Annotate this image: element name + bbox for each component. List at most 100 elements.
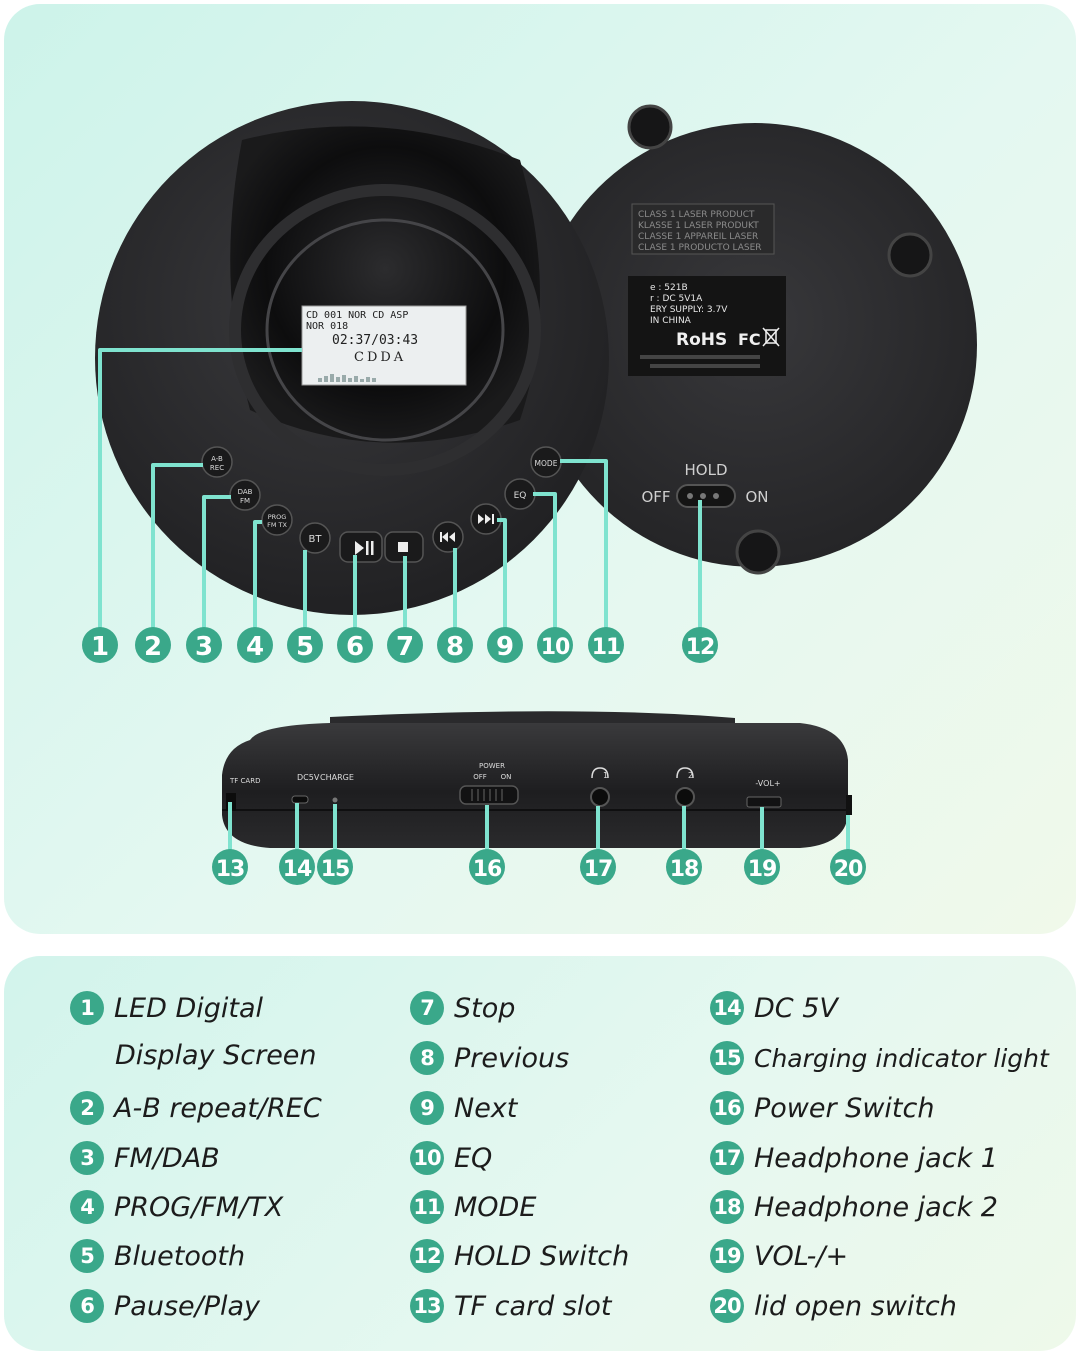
dab-fm-button[interactable]: DAB FM [229, 479, 261, 511]
stop-button[interactable] [384, 531, 424, 563]
previous-icon [440, 532, 455, 542]
svg-text:1: 1 [603, 771, 608, 780]
charge-indicator-light [332, 797, 338, 803]
dc5v-port[interactable] [291, 795, 309, 804]
callout-7: 7 [387, 627, 423, 663]
previous-button[interactable] [432, 521, 464, 553]
hold-off-label: OFF [641, 488, 670, 506]
callout-8: 8 [437, 627, 473, 663]
leader-line-2 [151, 463, 203, 628]
callout-18: 18 [666, 849, 702, 885]
svg-text:1: 1 [91, 632, 109, 662]
tf-label: TF CARD [229, 777, 260, 785]
disc-ring [265, 218, 505, 442]
spec-line-4: IN CHINA [650, 316, 692, 326]
volume-rocker[interactable] [746, 796, 782, 808]
next-icon [478, 514, 494, 524]
headphone-jack-2[interactable] [675, 787, 695, 807]
callout-20: 20 [830, 849, 866, 885]
address-line [640, 355, 760, 359]
svg-text:BT: BT [309, 534, 323, 545]
charge-label: CHARGE [320, 773, 354, 782]
svg-text:REC: REC [210, 464, 224, 472]
callout-16: 16 [469, 849, 505, 885]
laser-line-3: CLASSE 1 APPAREIL LASER [638, 232, 758, 242]
next-button[interactable] [470, 503, 502, 535]
svg-text:13: 13 [216, 857, 245, 882]
lcd-row-1: CD 001 NOR CD ASP [306, 310, 408, 321]
svg-text:MODE: MODE [535, 459, 558, 468]
svg-text:6: 6 [346, 632, 364, 662]
headphone-jack-1[interactable] [590, 787, 610, 807]
svg-text:FM: FM [240, 497, 250, 505]
svg-text:2: 2 [688, 771, 693, 780]
laser-line-4: CLASE 1 PRODUCTO LASER [638, 243, 762, 253]
lcd-display [301, 305, 467, 386]
callout-15: 15 [317, 849, 353, 885]
svg-text:14: 14 [283, 857, 312, 882]
headphone-icon-2: 2 [676, 767, 694, 780]
address-line [650, 364, 760, 368]
spec-line-2: r : DC 5V1A [650, 294, 703, 304]
leader-line-9 [497, 518, 507, 628]
svg-text:EQ: EQ [514, 491, 527, 501]
svg-text:16: 16 [473, 857, 502, 882]
callout-leader-lines [98, 348, 850, 850]
leader-line-1 [98, 348, 302, 628]
fc-mark: FC [738, 330, 761, 349]
power-switch[interactable] [459, 785, 519, 805]
lcd-time: 02:37/03:43 [332, 333, 418, 348]
lcd-mode: CDDA [354, 350, 406, 365]
leader-line-3 [202, 495, 231, 628]
callout-4: 4 [237, 627, 273, 663]
svg-text:2: 2 [144, 632, 162, 662]
svg-text:8: 8 [446, 632, 464, 662]
hold-label: HOLD [685, 461, 728, 479]
rubber-foot [627, 104, 673, 150]
laser-warning-label [631, 203, 775, 255]
svg-text:18: 18 [670, 857, 699, 882]
legend-item-1-continuation: Display Screen [115, 1040, 317, 1071]
callout-9: 9 [487, 627, 523, 663]
prog-fmtx-button[interactable]: PROG FM TX [261, 504, 293, 536]
callout-5: 5 [287, 627, 323, 663]
callout-1: 1 [82, 627, 118, 663]
callout-19: 19 [744, 849, 780, 885]
svg-text:DAB: DAB [238, 488, 253, 496]
svg-text:4: 4 [246, 632, 264, 662]
svg-text:19: 19 [748, 857, 777, 882]
bt-button[interactable]: BT [299, 522, 331, 554]
play-pause-button[interactable] [339, 531, 383, 563]
ab-rec-button[interactable]: A-B REC [201, 446, 233, 478]
laser-line-1: CLASS 1 LASER PRODUCT [638, 210, 755, 220]
lid-open-switch[interactable] [846, 795, 852, 815]
eq-button[interactable]: EQ [504, 478, 536, 510]
device-diagram: CLASS 1 LASER PRODUCT KLASSE 1 LASER PRO… [82, 101, 977, 885]
svg-text:A-B: A-B [211, 455, 223, 463]
leader-line-10 [533, 492, 557, 628]
callout-6: 6 [337, 627, 373, 663]
svg-text:9: 9 [496, 632, 514, 662]
mode-button[interactable]: MODE [530, 446, 562, 478]
callouts-side: 13 14 15 16 17 18 19 20 [212, 849, 866, 885]
headphone-icon-1: 1 [591, 767, 609, 780]
disc-ring [229, 184, 541, 476]
svg-text:15: 15 [321, 857, 350, 882]
svg-text:PROG: PROG [268, 513, 287, 521]
